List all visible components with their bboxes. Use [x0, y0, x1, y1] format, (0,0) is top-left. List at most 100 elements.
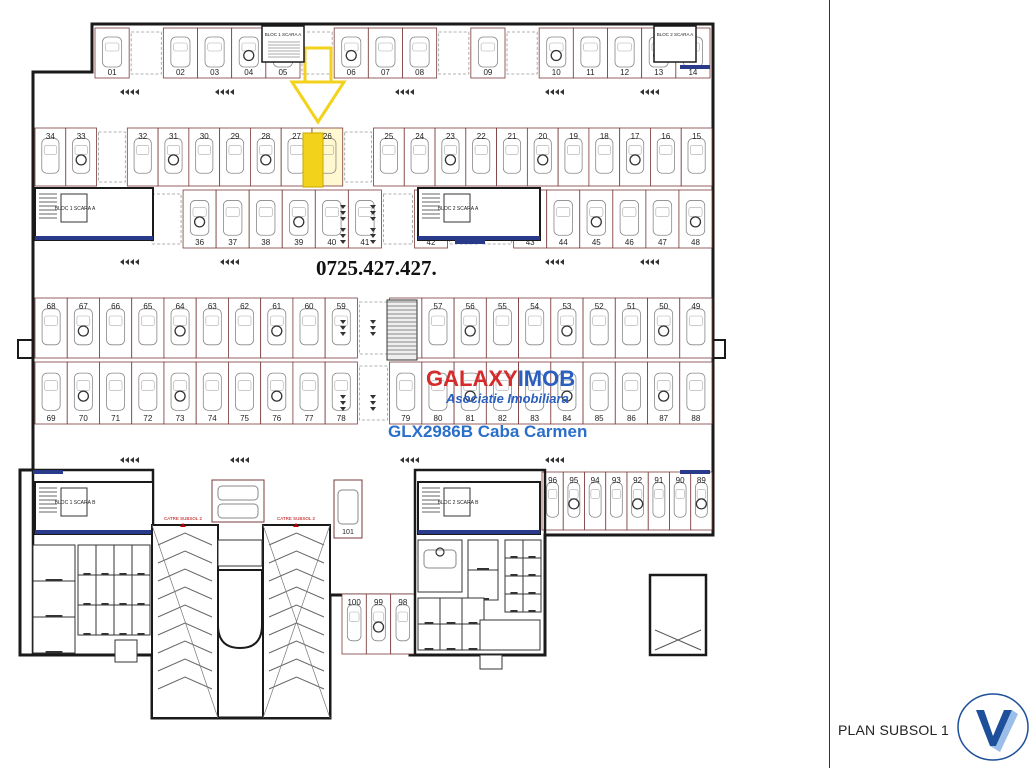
parking-spot: [579, 189, 614, 249]
parking-spot-number: 59: [337, 302, 346, 311]
door: [83, 603, 91, 605]
car-outline: [331, 308, 351, 346]
charger-icon: [243, 49, 255, 62]
car-window: [43, 145, 57, 155]
company-logo-icon: [957, 693, 1029, 761]
car-outline: [525, 308, 545, 346]
parking-spot: [34, 297, 68, 359]
parking-spot: [582, 361, 616, 425]
traffic-arrow: [340, 211, 346, 215]
parking-spot: [678, 189, 713, 249]
parking-spot-number: 57: [434, 302, 443, 311]
car-window: [624, 380, 639, 391]
car-outline: [687, 138, 706, 174]
parking-spot-number: 16: [661, 132, 670, 141]
parking-spot-number: 28: [261, 132, 270, 141]
car-outline: [546, 36, 567, 68]
traffic-arrow: [370, 332, 376, 336]
hatch-area: [383, 193, 413, 245]
traffic-arrow: [550, 457, 554, 463]
parking-spot-number: 74: [208, 414, 217, 423]
traffic-arrow: [125, 457, 129, 463]
traffic-arrow: [340, 326, 346, 330]
car-window: [689, 380, 703, 391]
traffic-arrow: [410, 457, 414, 463]
ramp-chevron: [157, 676, 213, 690]
traffic-arrow: [220, 259, 224, 265]
door: [528, 556, 536, 558]
traffic-arrow: [135, 457, 139, 463]
parking-spot: [365, 593, 392, 655]
traffic-arrow: [370, 320, 376, 324]
traffic-arrow: [340, 395, 346, 399]
door: [510, 556, 518, 558]
hatch-area: [344, 131, 372, 183]
storage-room: [77, 604, 97, 636]
car-outline: [341, 36, 362, 68]
car-window: [654, 489, 664, 499]
traffic-arrow: [395, 89, 399, 95]
parking-spot: [281, 189, 316, 249]
car-outline: [441, 138, 460, 174]
parking-spot-number: 95: [569, 476, 578, 485]
traffic-arrow: [370, 401, 376, 405]
charger-icon: [657, 325, 670, 337]
parking-spot: [260, 361, 294, 425]
parking-spot-number: 73: [176, 414, 185, 423]
car-outline: [631, 482, 644, 518]
traffic-arrow: [125, 259, 129, 265]
core-label: BLOC 1 SCARA B: [55, 500, 97, 506]
parking-spot: [182, 189, 217, 249]
door: [528, 574, 536, 576]
car-outline: [102, 36, 123, 68]
car-outline: [133, 138, 152, 174]
car-outline: [533, 138, 552, 174]
car-outline: [610, 482, 623, 518]
storage-room: [467, 539, 499, 571]
elevator: [60, 487, 88, 517]
storage-room: [439, 597, 463, 625]
parking-spot-number: 94: [591, 476, 600, 485]
elevator: [443, 193, 471, 223]
parking-spot: [34, 361, 68, 425]
parking-spot-number: 44: [559, 238, 568, 247]
traffic-arrow: [400, 457, 404, 463]
parking-spot: [197, 27, 233, 79]
parking-spot: [485, 361, 519, 425]
car-outline: [217, 485, 259, 501]
door: [119, 633, 127, 635]
parking-spot: [650, 127, 682, 187]
storage-room: [479, 619, 541, 651]
parking-spot-number: 43: [526, 238, 535, 247]
car-window: [378, 42, 393, 52]
wall-accent: [35, 530, 153, 534]
ramp-direction-icon: [293, 523, 299, 527]
charger-icon: [464, 390, 476, 402]
traffic-arrow: [545, 457, 549, 463]
parking-spot-number: 14: [688, 68, 697, 77]
storage-room: [522, 539, 542, 559]
car-outline: [477, 36, 498, 68]
parking-spot-number: 24: [415, 132, 424, 141]
traffic-arrow: [405, 457, 409, 463]
storage-room: [32, 580, 76, 618]
car-outline: [331, 372, 351, 411]
charger-icon: [537, 154, 549, 166]
charger-icon: [271, 390, 283, 402]
traffic-arrow: [650, 89, 654, 95]
parking-spot-number: 15: [692, 132, 701, 141]
parking-spot: [614, 297, 648, 359]
storage-room: [113, 574, 133, 606]
door: [510, 610, 518, 612]
parking-spot-number: 85: [595, 414, 604, 423]
traffic-arrow: [225, 259, 229, 265]
car-outline: [695, 482, 708, 518]
car-window: [597, 145, 611, 155]
parking-spot: [188, 127, 221, 187]
car-outline: [580, 36, 601, 68]
parking-spot: [518, 361, 552, 425]
core-label: BLOC 1 SCARA A: [55, 206, 96, 212]
traffic-arrow: [340, 320, 346, 324]
car-window: [590, 489, 600, 499]
parking-spot: [347, 189, 382, 249]
